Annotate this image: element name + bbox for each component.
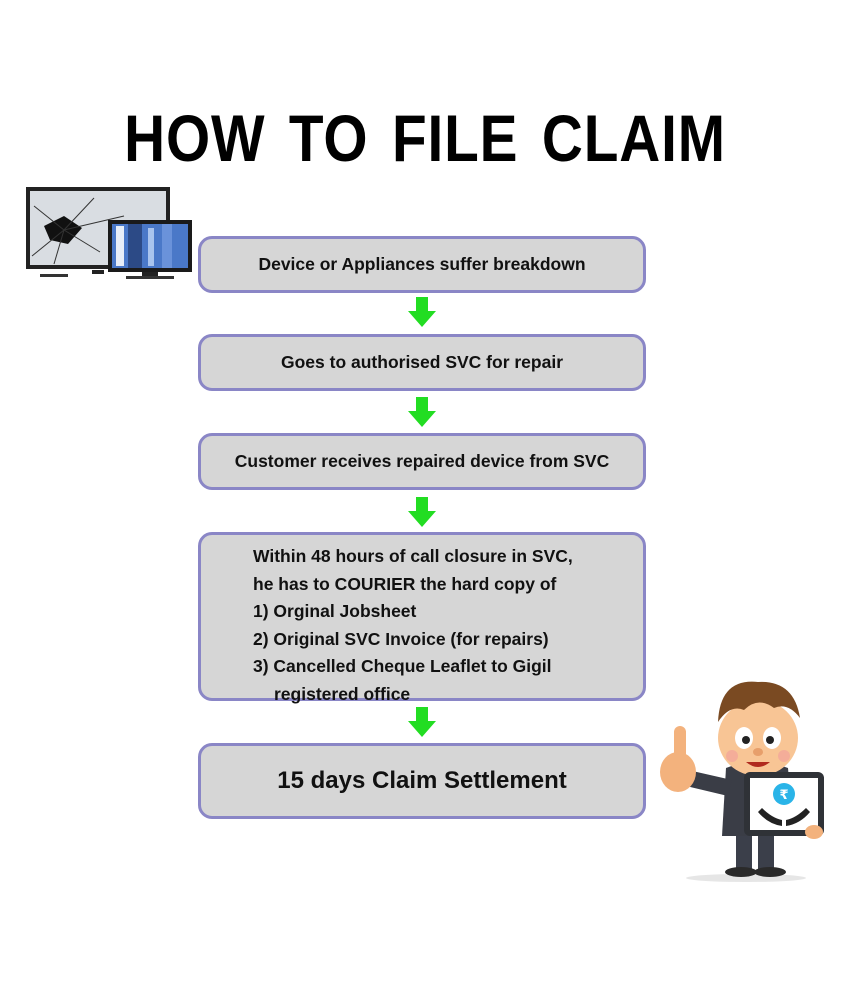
step-line: 2) Original SVC Invoice (for repairs) — [253, 628, 549, 649]
thumbs-up-mascot-icon: ₹ — [660, 681, 824, 882]
step-breakdown: Device or Appliances suffer breakdown — [198, 236, 646, 293]
down-arrow-icon — [408, 397, 436, 427]
svg-text:₹: ₹ — [779, 788, 788, 803]
step-line: he has to COURIER the hard copy of — [253, 573, 557, 594]
down-arrow-icon — [408, 707, 436, 737]
step-receive-device: Customer receives repaired device from S… — [198, 433, 646, 490]
page-title: HOW TO FILE CLAIM — [124, 101, 726, 175]
step-line: Within 48 hours of call closure in SVC, — [253, 546, 573, 566]
step-courier-documents: Within 48 hours of call closure in SVC, … — [198, 532, 646, 704]
rupee-bag-icon: ₹ — [758, 783, 810, 826]
step-label: Goes to authorised SVC for repair — [281, 352, 563, 372]
step-line: registered office — [274, 683, 411, 704]
step-claim-settlement: 15 days Claim Settlement — [198, 743, 646, 819]
down-arrow-icon — [408, 297, 436, 327]
step-label: Device or Appliances suffer breakdown — [258, 254, 586, 274]
step-svc-repair: Goes to authorised SVC for repair — [198, 334, 646, 391]
step-label: Customer receives repaired device from S… — [234, 451, 610, 471]
step-label: 15 days Claim Settlement — [277, 767, 567, 794]
step-line: 1) Orginal Jobsheet — [253, 601, 417, 621]
down-arrow-icon — [408, 497, 436, 527]
broken-tv-icon — [26, 187, 192, 279]
step-line: 3) Cancelled Cheque Leaflet to Gigil — [253, 656, 552, 676]
